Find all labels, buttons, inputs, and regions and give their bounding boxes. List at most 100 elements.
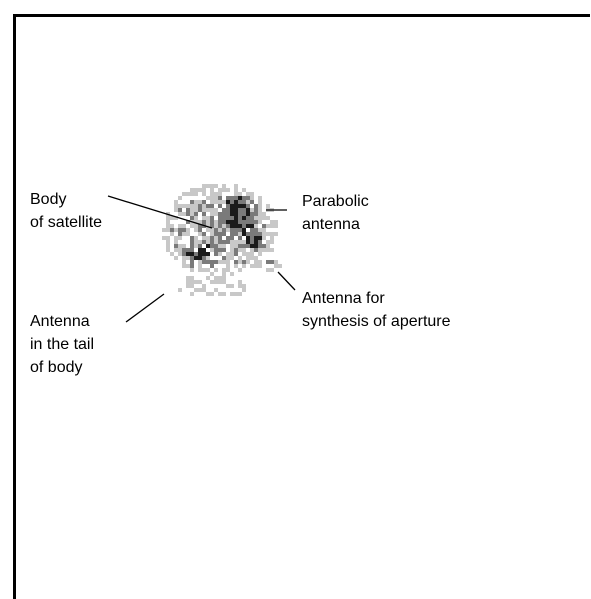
radar-pixel (258, 252, 262, 256)
radar-pixel (254, 208, 258, 212)
radar-pixel (238, 284, 242, 288)
radar-pixel (254, 248, 258, 252)
radar-pixel (242, 220, 246, 224)
radar-pixel (222, 292, 226, 296)
radar-pixel (222, 248, 226, 252)
radar-pixel (190, 192, 194, 196)
radar-pixel (202, 188, 206, 192)
radar-pixel (254, 260, 258, 264)
radar-pixel (246, 252, 250, 256)
radar-pixel (250, 200, 254, 204)
radar-pixel (210, 272, 214, 276)
radar-pixel (254, 224, 258, 228)
radar-pixel (262, 248, 266, 252)
radar-pixel (230, 212, 234, 216)
radar-pixel (246, 200, 250, 204)
tail-label-line-3: of body (30, 356, 94, 379)
radar-pixel (198, 260, 202, 264)
radar-pixel (238, 248, 242, 252)
radar-pixel (210, 212, 214, 216)
radar-pixel (238, 196, 242, 200)
radar-pixel (250, 236, 254, 240)
radar-pixel (270, 248, 274, 252)
radar-pixel (186, 208, 190, 212)
radar-pixel (182, 264, 186, 268)
radar-pixel (222, 220, 226, 224)
radar-pixel (226, 236, 230, 240)
radar-pixel (210, 208, 214, 212)
radar-pixel (166, 240, 170, 244)
radar-pixel (250, 244, 254, 248)
radar-pixel (230, 232, 234, 236)
radar-pixel (242, 252, 246, 256)
radar-pixel (246, 236, 250, 240)
radar-pixel (250, 248, 254, 252)
radar-pixel (166, 228, 170, 232)
radar-pixel (226, 196, 230, 200)
radar-pixel (206, 220, 210, 224)
radar-pixel (214, 208, 218, 212)
radar-pixel (174, 256, 178, 260)
radar-pixel (178, 208, 182, 212)
aperture-label-line-2: synthesis of aperture (302, 310, 451, 333)
radar-pixel (214, 240, 218, 244)
radar-pixel (206, 292, 210, 296)
radar-pixel (226, 228, 230, 232)
radar-pixel (250, 264, 254, 268)
radar-pixel (274, 260, 278, 264)
radar-pixel (202, 248, 206, 252)
radar-pixel (198, 228, 202, 232)
radar-pixel (242, 204, 246, 208)
radar-pixel (234, 220, 238, 224)
radar-pixel (238, 212, 242, 216)
radar-pixel (278, 264, 282, 268)
radar-pixel (198, 208, 202, 212)
radar-pixel (182, 224, 186, 228)
radar-pixel (190, 260, 194, 264)
radar-pixel (238, 228, 242, 232)
radar-pixel (210, 292, 214, 296)
radar-pixel (274, 232, 278, 236)
radar-pixel (270, 260, 274, 264)
radar-pixel (274, 220, 278, 224)
radar-pixel (230, 240, 234, 244)
radar-pixel (266, 240, 270, 244)
radar-pixel (226, 208, 230, 212)
radar-pixel (254, 204, 258, 208)
parabolic-antenna-label: Parabolic antenna (302, 190, 369, 236)
radar-pixel (234, 264, 238, 268)
radar-pixel (178, 204, 182, 208)
radar-pixel (238, 192, 242, 196)
radar-pixel (190, 256, 194, 260)
radar-pixel (250, 208, 254, 212)
tail-label-line-2: in the tail (30, 333, 94, 356)
radar-pixel (190, 188, 194, 192)
radar-pixel (222, 224, 226, 228)
radar-pixel (202, 268, 206, 272)
radar-pixel (186, 252, 190, 256)
radar-pixel (250, 256, 254, 260)
radar-pixel (190, 284, 194, 288)
radar-pixel (194, 240, 198, 244)
radar-pixel (218, 204, 222, 208)
radar-pixel (190, 252, 194, 256)
radar-pixel (230, 196, 234, 200)
radar-pixel (270, 232, 274, 236)
radar-pixel (214, 196, 218, 200)
radar-pixel (242, 284, 246, 288)
radar-pixel (250, 192, 254, 196)
radar-pixel (210, 280, 214, 284)
radar-pixel (190, 276, 194, 280)
radar-pixel (214, 224, 218, 228)
radar-pixel (270, 240, 274, 244)
radar-pixel (258, 236, 262, 240)
radar-pixel (222, 216, 226, 220)
body-label-line-2: of satellite (30, 211, 102, 234)
radar-pixel (190, 280, 194, 284)
radar-pixel (210, 236, 214, 240)
radar-pixel (182, 192, 186, 196)
radar-pixel (214, 228, 218, 232)
radar-pixel (182, 244, 186, 248)
radar-pixel (194, 252, 198, 256)
